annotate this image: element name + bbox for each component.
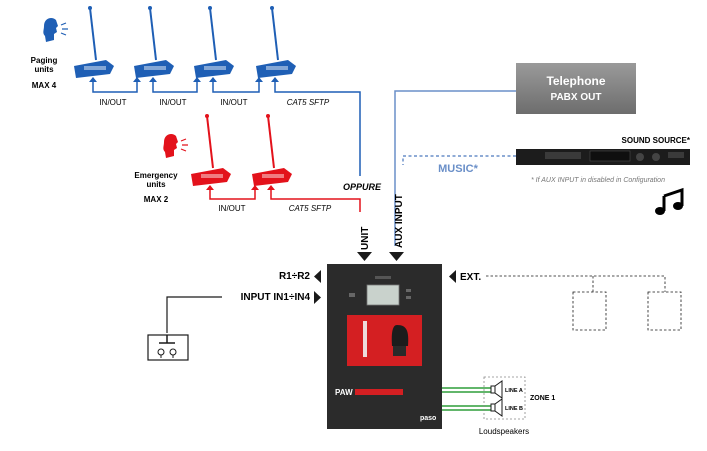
paging-label-line2: units (34, 65, 54, 74)
device-display (366, 284, 400, 306)
emergency-link-label: IN/OUT (218, 204, 245, 213)
zone-label: ZONE 1 (530, 395, 555, 402)
inputs-arrow (314, 291, 321, 304)
emergency-microphone-1 (190, 113, 232, 187)
device-red-panel (347, 315, 422, 366)
loudspeaker-a-icon (490, 380, 503, 399)
device-fire-mic (391, 325, 409, 346)
unit-input-label: UNIT (360, 227, 371, 250)
paging-microphone-3 (193, 5, 235, 79)
speaker-lines (442, 387, 492, 411)
music-label: MUSIC* (438, 163, 478, 175)
device-brand: PAW (335, 388, 353, 397)
paging-microphone-2 (133, 5, 175, 79)
telephone-label-line2: PABX OUT (551, 92, 602, 103)
device-maker: paso (420, 415, 436, 422)
ext-unit-1 (572, 291, 607, 331)
paging-link-label-1: IN/OUT (99, 98, 126, 107)
sound-source-rack (516, 149, 690, 165)
paging-link-cables (92, 82, 361, 176)
paging-link-label-2: IN/OUT (159, 98, 186, 107)
paging-max: MAX 4 (32, 81, 57, 90)
sound-source-note: * If AUX INPUT in disabled in Configurat… (531, 177, 665, 184)
ext-unit-2 (647, 291, 682, 331)
telephone-cable (394, 90, 516, 246)
emergency-link-cables (209, 190, 361, 212)
music-cable (402, 155, 516, 165)
aux-input-label: AUX INPUT (394, 194, 405, 248)
emergency-label-line2: units (146, 180, 166, 189)
paging-link-label-3: IN/OUT (220, 98, 247, 107)
emergency-max: MAX 2 (144, 195, 169, 204)
music-note-icon (655, 187, 684, 215)
oppure-label: OPPURE (343, 182, 382, 192)
relays-arrow (314, 270, 321, 283)
ext-label: EXT. (460, 272, 481, 283)
paging-microphone-4 (255, 5, 297, 79)
paging-port-arrows (89, 77, 279, 82)
sound-source-title: SOUND SOURCE* (622, 136, 691, 145)
input-contact-box (147, 334, 189, 361)
central-unit: PAW paso (327, 264, 442, 429)
loudspeakers-label: Loudspeakers (479, 427, 529, 436)
emergency-port-arrows (206, 185, 275, 190)
unit-input-arrow (357, 252, 372, 261)
emergency-cable-label: CAT5 SFTP (289, 204, 332, 213)
ext-cable (486, 275, 666, 292)
ext-arrow (449, 270, 456, 283)
emergency-speaker-icon (163, 134, 188, 158)
line-b-label: LINE B (505, 406, 523, 412)
aux-input-arrow (389, 252, 404, 261)
line-a-label: LINE A (505, 388, 523, 394)
inputs-cable (166, 296, 222, 333)
emergency-label-line1: Emergency (134, 171, 178, 180)
zone-box (483, 376, 526, 420)
paging-cable-label: CAT5 SFTP (287, 98, 330, 107)
telephone-box (516, 63, 636, 114)
telephone-label-line1: Telephone (546, 74, 605, 88)
relays-label: R1÷R2 (279, 271, 310, 282)
loudspeaker-b-icon (490, 398, 503, 417)
paging-speaker-icon (43, 18, 68, 42)
paging-microphone-1 (73, 5, 115, 79)
inputs-label: INPUT IN1÷IN4 (241, 292, 311, 303)
paging-label-line1: Paging (31, 56, 58, 65)
emergency-microphone-2 (251, 113, 293, 187)
